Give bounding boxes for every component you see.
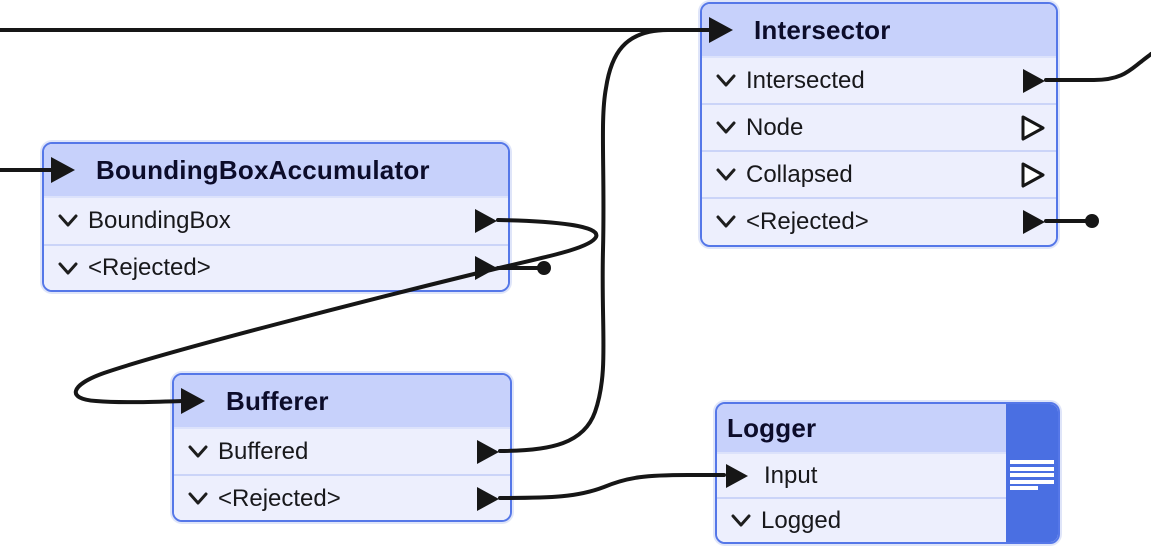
port-row[interactable]: Node	[702, 103, 1056, 150]
output-port-filled-icon[interactable]	[474, 208, 498, 234]
node-title: Intersector	[754, 14, 891, 45]
port-row[interactable]: Input	[717, 452, 1058, 497]
input-port-icon[interactable]	[725, 463, 749, 489]
log-line	[1010, 479, 1054, 484]
port-label: Intersected	[746, 66, 865, 94]
port-row[interactable]: Buffered	[174, 427, 510, 474]
edge-endpoint-dot[interactable]	[537, 261, 551, 275]
node-header[interactable]: Bufferer	[174, 375, 510, 427]
port-row[interactable]: <Rejected>	[174, 474, 510, 520]
chevron-down-icon[interactable]	[187, 444, 209, 459]
chevron-down-icon[interactable]	[715, 120, 737, 135]
port-label: Logged	[761, 506, 842, 534]
chevron-down-icon[interactable]	[187, 491, 209, 506]
log-line	[1010, 473, 1054, 478]
port-row[interactable]: <Rejected>	[702, 197, 1056, 244]
log-line	[1010, 486, 1038, 491]
chevron-down-icon[interactable]	[57, 213, 79, 228]
edge-wire-intersected-to-right[interactable]	[1044, 52, 1151, 82]
port-label: <Rejected>	[218, 484, 341, 512]
port-label: <Rejected>	[88, 254, 211, 282]
port-row[interactable]: Collapsed	[702, 150, 1056, 197]
input-port-icon[interactable]	[50, 156, 76, 184]
node-header[interactable]: BoundingBoxAccumulator	[44, 144, 508, 196]
output-port-filled-icon[interactable]	[476, 439, 500, 465]
chevron-down-icon[interactable]	[715, 73, 737, 88]
port-label: Buffered	[218, 437, 309, 465]
edge-wire-buffered-to-intersector-in[interactable]	[498, 28, 710, 453]
log-line	[1010, 466, 1054, 471]
chevron-down-icon[interactable]	[730, 513, 752, 528]
node-title: BoundingBoxAccumulator	[96, 154, 430, 185]
logger-preview-panel[interactable]	[1006, 404, 1058, 542]
edge-wire-bufferer-rejected-to-logger-input[interactable]	[498, 473, 726, 500]
log-lines-icon	[1010, 460, 1054, 493]
port-label: BoundingBox	[88, 206, 231, 234]
port-row[interactable]: Intersected	[702, 56, 1056, 103]
port-label: Input	[764, 461, 818, 489]
port-row[interactable]: Logged	[717, 497, 1058, 542]
log-line	[1010, 460, 1054, 464]
output-port-outline-icon[interactable]	[1021, 114, 1046, 142]
output-port-filled-icon[interactable]	[1022, 68, 1046, 94]
port-label: Node	[746, 113, 804, 141]
port-row[interactable]: <Rejected>	[44, 243, 508, 290]
output-port-filled-icon[interactable]	[474, 255, 498, 281]
output-port-filled-icon[interactable]	[476, 486, 500, 512]
edge-endpoint-dot[interactable]	[1085, 214, 1099, 228]
node-title: Logger	[727, 412, 817, 443]
chevron-down-icon[interactable]	[715, 214, 737, 229]
input-port-icon[interactable]	[708, 16, 734, 44]
node-header[interactable]: Logger	[717, 404, 1058, 452]
input-port-icon[interactable]	[180, 387, 206, 415]
output-port-outline-icon[interactable]	[1021, 161, 1046, 189]
output-port-filled-icon[interactable]	[1022, 209, 1046, 235]
node-title: Bufferer	[226, 385, 329, 416]
chevron-down-icon[interactable]	[57, 261, 79, 276]
node-header[interactable]: Intersector	[702, 4, 1056, 56]
port-label: <Rejected>	[746, 207, 869, 235]
chevron-down-icon[interactable]	[715, 167, 737, 182]
port-row[interactable]: BoundingBox	[44, 196, 508, 244]
port-label: Collapsed	[746, 160, 853, 188]
